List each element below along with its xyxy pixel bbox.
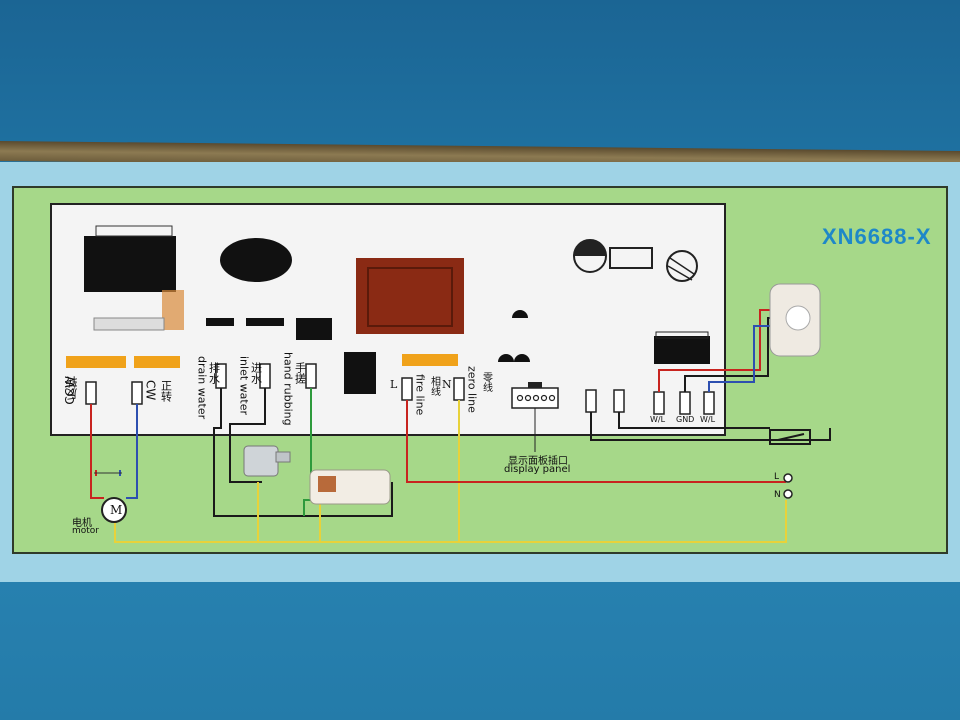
sensor-half bbox=[574, 240, 606, 256]
terminal-wl-1 bbox=[653, 391, 665, 415]
terminal-gnd bbox=[679, 391, 691, 415]
label-wl-1: W/L bbox=[650, 415, 666, 424]
wire-inlet-black bbox=[229, 388, 266, 483]
display-connector bbox=[511, 387, 559, 409]
label-bar-ccw bbox=[66, 356, 126, 368]
transformer-inner bbox=[367, 267, 453, 327]
wire-fire-red bbox=[406, 400, 786, 483]
motor-letter: M bbox=[110, 503, 123, 517]
label-gnd: GND bbox=[676, 415, 695, 424]
sensor-bracket bbox=[609, 247, 653, 269]
label-wl-2: W/L bbox=[700, 415, 716, 424]
terminal-zero bbox=[453, 377, 465, 401]
wire-wl2 bbox=[708, 325, 772, 392]
sensor-circle-right bbox=[666, 250, 698, 282]
led-3 bbox=[514, 354, 530, 362]
door-switch bbox=[769, 429, 811, 445]
display-panel-label-en: display panel bbox=[504, 464, 571, 475]
connector-block-right bbox=[654, 336, 710, 364]
wire-gnd bbox=[684, 317, 772, 392]
component-bar bbox=[93, 317, 165, 331]
motor-label-en: motor bbox=[72, 526, 100, 536]
mains-l-terminal bbox=[783, 473, 793, 483]
label-ccw-en: CCW bbox=[63, 376, 77, 405]
drain-valve bbox=[243, 445, 279, 477]
label-drain-en: drain water bbox=[195, 356, 209, 420]
label-bar-cw bbox=[134, 356, 180, 368]
led-2 bbox=[498, 354, 514, 362]
motor-symbol bbox=[101, 497, 127, 523]
terminal-wl-2 bbox=[703, 391, 715, 415]
connector-slot-3 bbox=[296, 318, 332, 340]
terminal-ccw bbox=[85, 381, 97, 405]
label-zero-letter: N bbox=[442, 378, 452, 391]
label-inlet-en: inlet water bbox=[237, 356, 251, 416]
chip-block bbox=[344, 352, 376, 394]
label-bar-power bbox=[402, 354, 458, 366]
label-drain-zh: 排水 bbox=[207, 362, 221, 384]
wire-cw-blue bbox=[126, 404, 138, 499]
label-inlet-zh: 进水 bbox=[249, 362, 263, 384]
connector-block-left bbox=[84, 236, 176, 292]
mains-n-terminal bbox=[783, 489, 793, 499]
label-hand-zh: 手搓 bbox=[293, 362, 307, 384]
wire-wl1 bbox=[658, 309, 772, 392]
model-number: XN6688-X bbox=[822, 224, 932, 249]
wire-ccw-red bbox=[90, 404, 104, 499]
terminal-extra-2 bbox=[613, 389, 625, 413]
wire-neutral-yellow bbox=[114, 500, 787, 543]
connector-slot-2 bbox=[246, 318, 284, 326]
terminal-hand bbox=[305, 363, 317, 389]
led-1 bbox=[512, 310, 528, 318]
wire-drain-black bbox=[213, 388, 393, 517]
label-cw: CW bbox=[143, 380, 158, 401]
label-fire-letter: L bbox=[390, 378, 398, 391]
motor-label-zh: 电机 bbox=[72, 518, 92, 529]
label-cw-zh: 正转 bbox=[159, 380, 173, 402]
label-zero-en: zero line bbox=[465, 366, 479, 413]
label-fire-en: fire line bbox=[413, 374, 427, 416]
terminal-extra-1 bbox=[585, 389, 597, 413]
mains-n-label: N bbox=[774, 490, 781, 500]
connector-slot-1 bbox=[206, 318, 234, 326]
terminal-fire bbox=[401, 377, 413, 401]
label-zero-zh: 零线 bbox=[480, 372, 492, 392]
label-fire-zh: 相线 bbox=[428, 376, 440, 396]
terminal-cw bbox=[131, 381, 143, 405]
display-panel-label-zh: 显示面板插口 bbox=[508, 456, 568, 467]
component-orange bbox=[162, 290, 184, 330]
relay-component bbox=[220, 238, 292, 282]
mains-l-label: L bbox=[774, 472, 780, 482]
wire-switch bbox=[590, 412, 831, 441]
label-hand-en: hand rubbing bbox=[281, 352, 295, 426]
wire-hand-green bbox=[303, 388, 312, 516]
connector-pins-left bbox=[95, 225, 173, 237]
transformer-block bbox=[356, 258, 464, 334]
